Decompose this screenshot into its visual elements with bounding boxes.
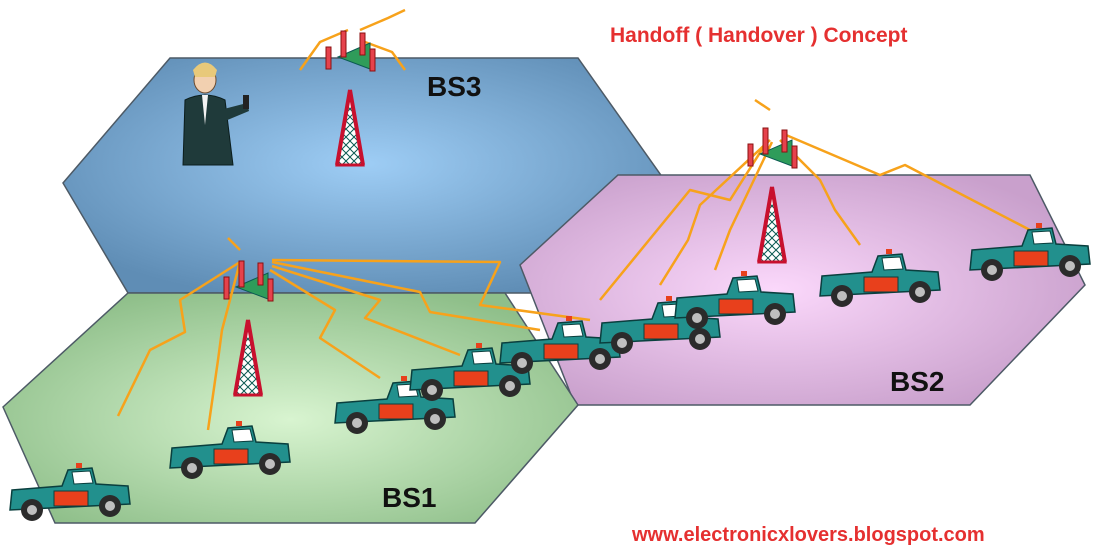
cell-bs1: [2, 292, 579, 524]
diagram-title: Handoff ( Handover ) Concept: [610, 24, 908, 47]
cell-bs2: [519, 174, 1086, 406]
person-with-phone-icon: [182, 62, 249, 166]
cell-label-bs1: BS1: [382, 482, 437, 513]
cell-label-bs3: BS3: [427, 71, 482, 102]
cell-label-bs2: BS2: [890, 366, 945, 397]
signal-zigzag-icon: [116, 8, 1031, 431]
website-link[interactable]: www.electronicxlovers.blogspot.com: [632, 524, 985, 546]
